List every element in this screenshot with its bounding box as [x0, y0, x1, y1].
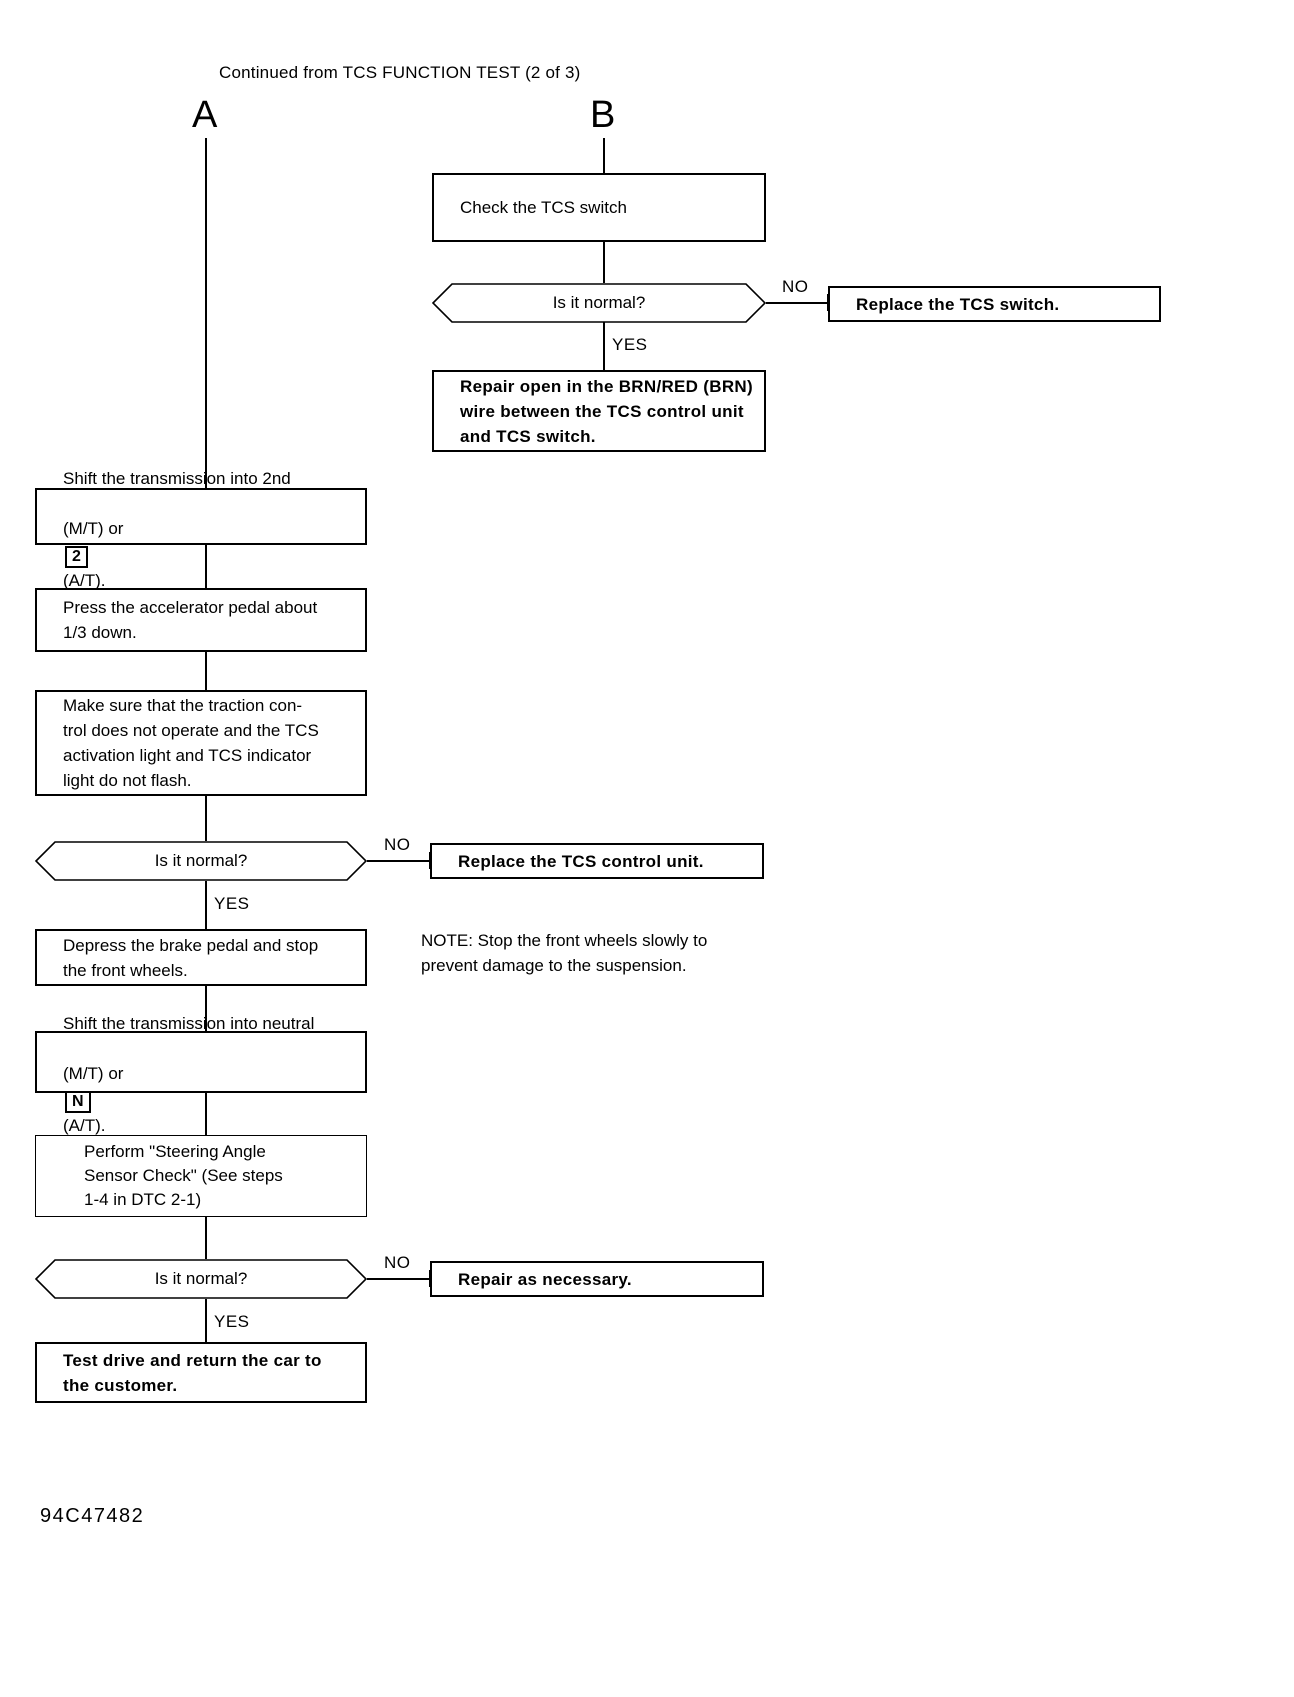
box-depress-brake-pedal-text: Depress the brake pedal and stop the fro…: [63, 935, 319, 980]
decision-is-it-normal-b: Is it normal?: [432, 283, 766, 323]
box-shift-2nd-line2-post: (A/T).: [63, 570, 106, 590]
decision-is-it-normal-a1: Is it normal?: [35, 841, 367, 881]
box-repair-as-necessary: Repair as necessary.: [430, 1261, 764, 1297]
label-no-b: NO: [782, 277, 809, 296]
box-repair-open-brn-red: Repair open in the BRN/RED (BRN) wire be…: [432, 370, 766, 452]
footer-document-code: 94C47482: [40, 1505, 145, 1527]
box-shift-2nd: Shift the transmission into 2nd (M/T) or…: [35, 469, 367, 590]
box-check-tcs-switch-text: Check the TCS switch: [460, 198, 627, 217]
box-make-sure-traction-control: Make sure that the traction con- trol do…: [35, 690, 367, 796]
connector-press-to-makesure: [205, 652, 207, 690]
box-replace-tcs-control-unit: Replace the TCS control unit.: [430, 843, 764, 879]
box-make-sure-traction-control-text: Make sure that the traction con- trol do…: [63, 696, 319, 790]
box-shift-neutral-line2-post: (A/T).: [63, 1116, 106, 1135]
connector-makesure-to-decision: [205, 796, 207, 841]
box-shift-2nd-line1: Shift the transmission into 2nd: [63, 468, 291, 488]
box-shift-neutral: Shift the transmission into neutral (M/T…: [35, 1014, 367, 1135]
connector-no-a1: [367, 860, 430, 862]
gear-indicator-2: 2: [65, 545, 88, 568]
connector-yes-a1: [205, 881, 207, 929]
box-depress-brake-pedal: Depress the brake pedal and stop the fro…: [35, 929, 367, 986]
box-shift-neutral-line1: Shift the transmission into neutral: [63, 1014, 315, 1033]
gear-indicator-n: N: [65, 1091, 91, 1113]
label-yes-a2: YES: [214, 1312, 250, 1331]
box-steering-angle-sensor-check-text: Perform "Steering Angle Sensor Check" (S…: [84, 1142, 283, 1209]
connector-yes-a2: [205, 1299, 207, 1342]
box-replace-tcs-switch-text: Replace the TCS switch.: [856, 294, 1060, 314]
connector-label-a: A: [192, 94, 218, 136]
connector-b-spine: [603, 138, 605, 173]
connector-check-to-decision-b: [603, 242, 605, 283]
label-no-a2: NO: [384, 1253, 411, 1272]
connector-a-spine: [205, 138, 207, 488]
box-check-tcs-switch: Check the TCS switch: [432, 173, 766, 242]
connector-label-b: B: [590, 94, 616, 136]
box-shift-2nd-text: Shift the transmission into 2nd (M/T) or…: [37, 441, 291, 593]
connector-steering-to-decision: [205, 1217, 207, 1259]
label-yes-b: YES: [612, 335, 648, 354]
decision-is-it-normal-a1-label: Is it normal?: [154, 851, 248, 870]
box-steering-angle-sensor-check: Perform "Steering Angle Sensor Check" (S…: [35, 1135, 367, 1217]
connector-yes-b: [603, 322, 605, 370]
connector-depress-to-neutral: [205, 986, 207, 1031]
decision-is-it-normal-a2: Is it normal?: [35, 1259, 367, 1299]
note-stop-front-wheels: NOTE: Stop the front wheels slowly to pr…: [421, 931, 708, 975]
decision-is-it-normal-b-label: Is it normal?: [552, 293, 646, 312]
box-replace-tcs-switch: Replace the TCS switch.: [828, 286, 1161, 322]
label-no-a1: NO: [384, 835, 411, 854]
label-yes-a1: YES: [214, 894, 250, 913]
box-press-accelerator-text: Press the accelerator pedal about 1/3 do…: [63, 598, 318, 642]
box-shift-neutral-text: Shift the transmission into neutral (M/T…: [37, 986, 314, 1138]
box-shift-neutral-line2-pre: (M/T) or: [63, 1064, 124, 1083]
connector-neutral-to-steering: [205, 1093, 207, 1135]
connector-no-a2: [367, 1278, 430, 1280]
box-repair-open-brn-red-text: Repair open in the BRN/RED (BRN) wire be…: [460, 376, 753, 446]
box-shift-2nd-line2-pre: (M/T) or: [63, 518, 124, 538]
decision-is-it-normal-a2-label: Is it normal?: [154, 1269, 248, 1288]
page-header-note: Continued from TCS FUNCTION TEST (2 of 3…: [219, 63, 581, 82]
connector-no-b: [766, 302, 828, 304]
box-replace-tcs-control-unit-text: Replace the TCS control unit.: [458, 851, 704, 871]
connector-shift2nd-to-press: [205, 545, 207, 588]
box-repair-as-necessary-text: Repair as necessary.: [458, 1269, 632, 1289]
box-press-accelerator: Press the accelerator pedal about 1/3 do…: [35, 588, 367, 652]
box-test-drive-return-car-text: Test drive and return the car to the cus…: [63, 1350, 322, 1395]
box-test-drive-return-car: Test drive and return the car to the cus…: [35, 1342, 367, 1403]
